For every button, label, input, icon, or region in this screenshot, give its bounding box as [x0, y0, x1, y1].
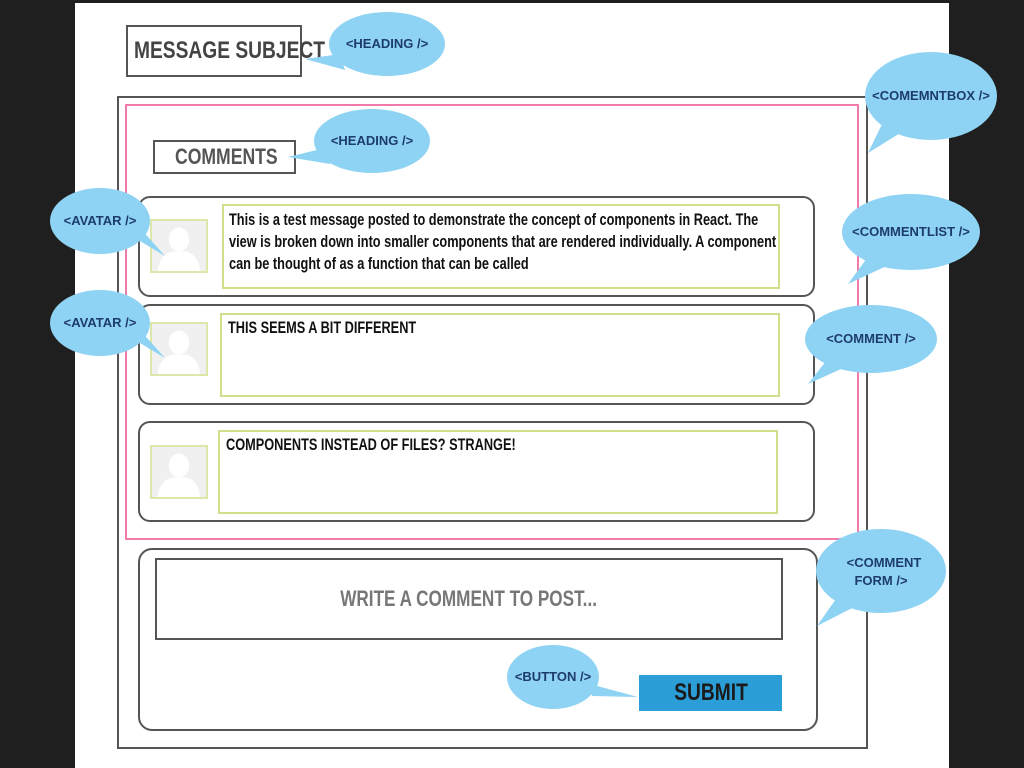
- callout-comment-text: <COMMENT />: [826, 331, 916, 346]
- callout-heading-subject: <HEADING />: [305, 12, 445, 76]
- callout-comment-form-line1: <COMMENT: [847, 555, 922, 570]
- avatar-icon: [150, 445, 208, 499]
- message-subject-text: MESSAGE SUBJECT: [134, 37, 325, 64]
- callout-avatar-1-text: <AVATAR />: [64, 213, 137, 228]
- callout-comment-form-line2: FORM />: [854, 573, 907, 588]
- comment-text-box: COMPONENTS INSTEAD OF FILES? STRANGE!: [218, 430, 778, 514]
- user-silhouette-icon: [152, 324, 206, 374]
- comment-form: [138, 548, 818, 731]
- callout-button: <BUTTON />: [507, 645, 638, 709]
- comment-text-box: THIS SEEMS A BIT DIFFERENT: [220, 313, 780, 397]
- comment-text: COMPONENTS INSTEAD OF FILES? STRANGE!: [226, 435, 516, 454]
- callout-button-text: <BUTTON />: [515, 669, 592, 684]
- user-silhouette-icon: [152, 221, 206, 271]
- callout-commentbox: <COMEMNTBOX />: [865, 52, 997, 153]
- callout-avatar-2: <AVATAR />: [50, 290, 165, 358]
- comments-heading: COMMENTS: [153, 140, 296, 174]
- callout-commentbox-text: <COMEMNTBOX />: [872, 88, 990, 103]
- comment-input[interactable]: WRITE A COMMENT TO POST...: [155, 558, 783, 640]
- comment-text-box: This is a test message posted to demonst…: [222, 204, 780, 289]
- callout-commentlist: <COMMENTLIST />: [842, 194, 980, 284]
- callout-avatar-1: <AVATAR />: [50, 188, 165, 256]
- callout-comment: <COMMENT />: [805, 305, 937, 384]
- submit-button-label: SUBMIT: [673, 679, 748, 706]
- callout-heading-comments: <HEADING />: [288, 109, 430, 173]
- avatar-icon: [150, 322, 208, 376]
- comment-box-container: [117, 96, 868, 749]
- user-silhouette-icon: [152, 447, 206, 497]
- comment-text: This is a test message posted to demonst…: [229, 210, 777, 273]
- submit-button[interactable]: SUBMIT: [639, 675, 782, 711]
- callout-heading-subject-text: <HEADING />: [346, 36, 429, 51]
- comment-text: THIS SEEMS A BIT DIFFERENT: [228, 318, 417, 337]
- comments-heading-text: COMMENTS: [175, 144, 278, 169]
- callout-avatar-2-text: <AVATAR />: [64, 315, 137, 330]
- callout-commentlist-text: <COMMENTLIST />: [852, 224, 970, 239]
- callout-heading-comments-text: <HEADING />: [331, 133, 414, 148]
- comment-input-placeholder: WRITE A COMMENT TO POST...: [340, 586, 598, 611]
- message-subject-heading: MESSAGE SUBJECT: [126, 25, 325, 77]
- callout-comment-form: <COMMENT FORM />: [816, 529, 946, 626]
